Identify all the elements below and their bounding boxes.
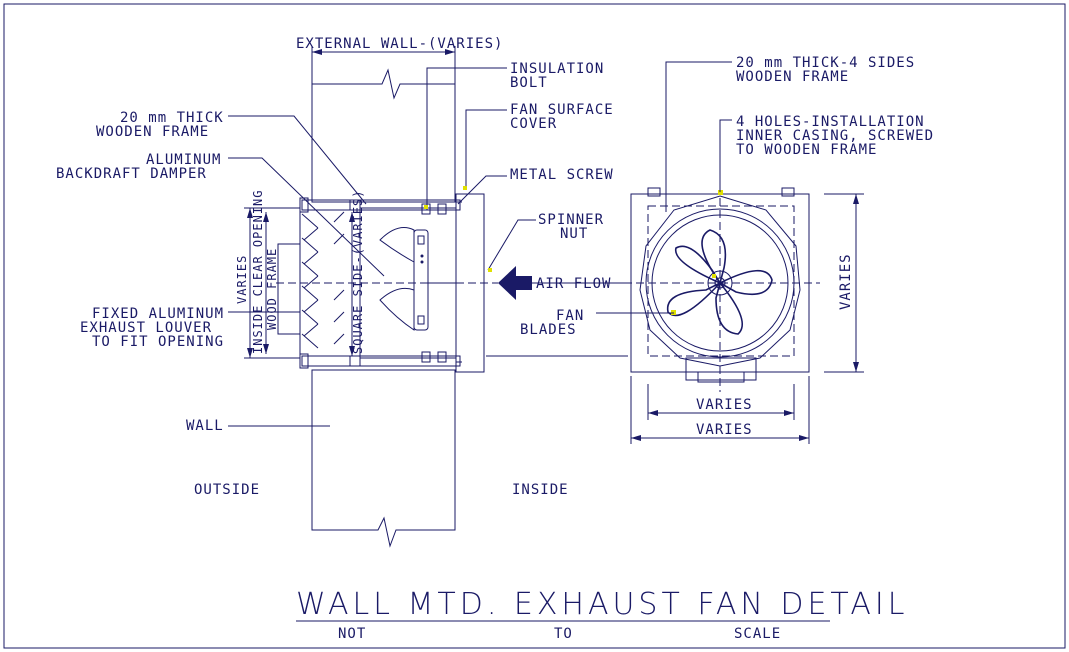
label-square-side: SQUARE SIDE-(VARIES) [351,190,365,355]
label-wooden-frame-2: WOODEN FRAME [96,124,209,140]
wall-upper [311,68,456,203]
louver-frame [277,243,301,335]
label-spinner-nut-2: NUT [560,226,588,242]
label-air-flow: AIR FLOW [536,276,611,292]
motor-hub [413,229,429,331]
fan-blade [675,245,723,285]
sheet-border [3,3,1066,649]
label-inside: INSIDE [512,482,569,498]
section-view [228,46,628,548]
label-holes-2: INNER CASING, SCREWED [736,128,934,144]
label-fan-blades-1: FAN [556,308,584,324]
subtitle-not: NOT [338,626,366,642]
fan-blade [666,282,721,317]
label-holes-3: TO WOODEN FRAME [736,142,877,158]
label-damper-1: ALUMINUM [146,152,221,168]
label-holes-1: 4 HOLES-INSTALLATION [736,114,925,130]
label-varies-right: VARIES [838,253,854,310]
air-flow-arrow [498,266,532,300]
wall-lower [311,369,456,548]
label-fan-blades-2: BLADES [520,322,577,338]
motor-box [685,357,757,381]
label-damper-2: BACKDRAFT DAMPER [56,166,207,182]
subtitle-scale: SCALE [734,626,781,642]
fan-blade [718,269,773,296]
fan-blade-profile [379,287,415,331]
label-insulation-bolt-2: BOLT [510,75,548,91]
label-varies-bottom-2: VARIES [696,422,753,438]
label-varies-left: VARIES [235,255,249,304]
leader-insulation-bolt [426,67,507,210]
fan-blade [715,281,743,335]
fan-blade [701,229,727,285]
label-metal-screw: METAL SCREW [510,167,614,183]
label-frame4-1: 20 mm THICK-4 SIDES [736,55,915,71]
label-varies-bottom-1: VARIES [696,397,753,413]
label-louver-1: FIXED ALUMINUM [92,306,224,322]
label-louver-2: EXHAUST LOUVER [80,320,212,336]
label-louver-3: TO FIT OPENING [92,334,224,350]
louver-blades [301,213,319,349]
fan-blade-profile [379,227,415,263]
label-frame4-2: WOODEN FRAME [736,69,849,85]
drawing-title: WALL MTD. EXHAUST FAN DETAIL [296,587,908,622]
label-wooden-frame-1: 20 mm THICK [120,110,224,126]
label-clear-opening-2: WOOD FRAME [265,248,279,330]
label-external-wall: EXTERNAL WALL-(VARIES) [296,36,503,52]
label-insulation-bolt-1: INSULATION [510,61,604,77]
label-spinner-nut-1: SPINNER [538,212,604,228]
label-fan-surface-cover-2: COVER [510,116,557,132]
label-outside: OUTSIDE [194,482,260,498]
wooden-frame-bottom [301,355,461,367]
elevation-view [530,61,864,444]
subtitle-to: TO [554,626,573,642]
wooden-frame-top [301,199,461,211]
backdraft-damper [333,211,345,345]
label-fan-surface-cover-1: FAN SURFACE [510,102,614,118]
label-wall: WALL [186,418,224,434]
label-clear-opening-1: INSIDE CLEAR OPENING [251,190,265,355]
